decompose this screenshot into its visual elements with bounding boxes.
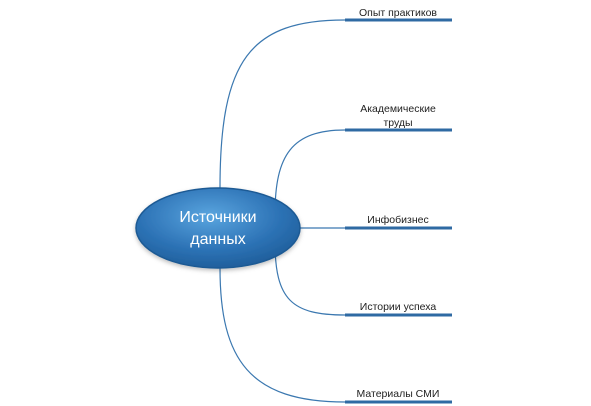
central-node-label-line2: данных [190,231,245,248]
connector-istorii-uspekha [274,241,346,316]
branch-label-istorii-uspekha: Истории успеха [360,301,437,313]
connector-opyt-praktikov [219,19,346,189]
central-node [135,187,301,269]
branch-label-materialy-smi: Материалы СМИ [357,388,440,400]
connector-materialy-smi [219,267,346,403]
branch-label-akademicheskie-trudy-line1: Академические [360,103,436,115]
connector-akademicheskie-trudy [274,129,346,215]
branch-label-opyt-praktikov: Опыт практиков [359,7,437,19]
central-node-label-line1: Источники [179,209,256,226]
branch-label-infobiznes: Инфобизнес [367,214,428,226]
branch-label-akademicheskie-trudy-line2: труды [383,117,412,129]
